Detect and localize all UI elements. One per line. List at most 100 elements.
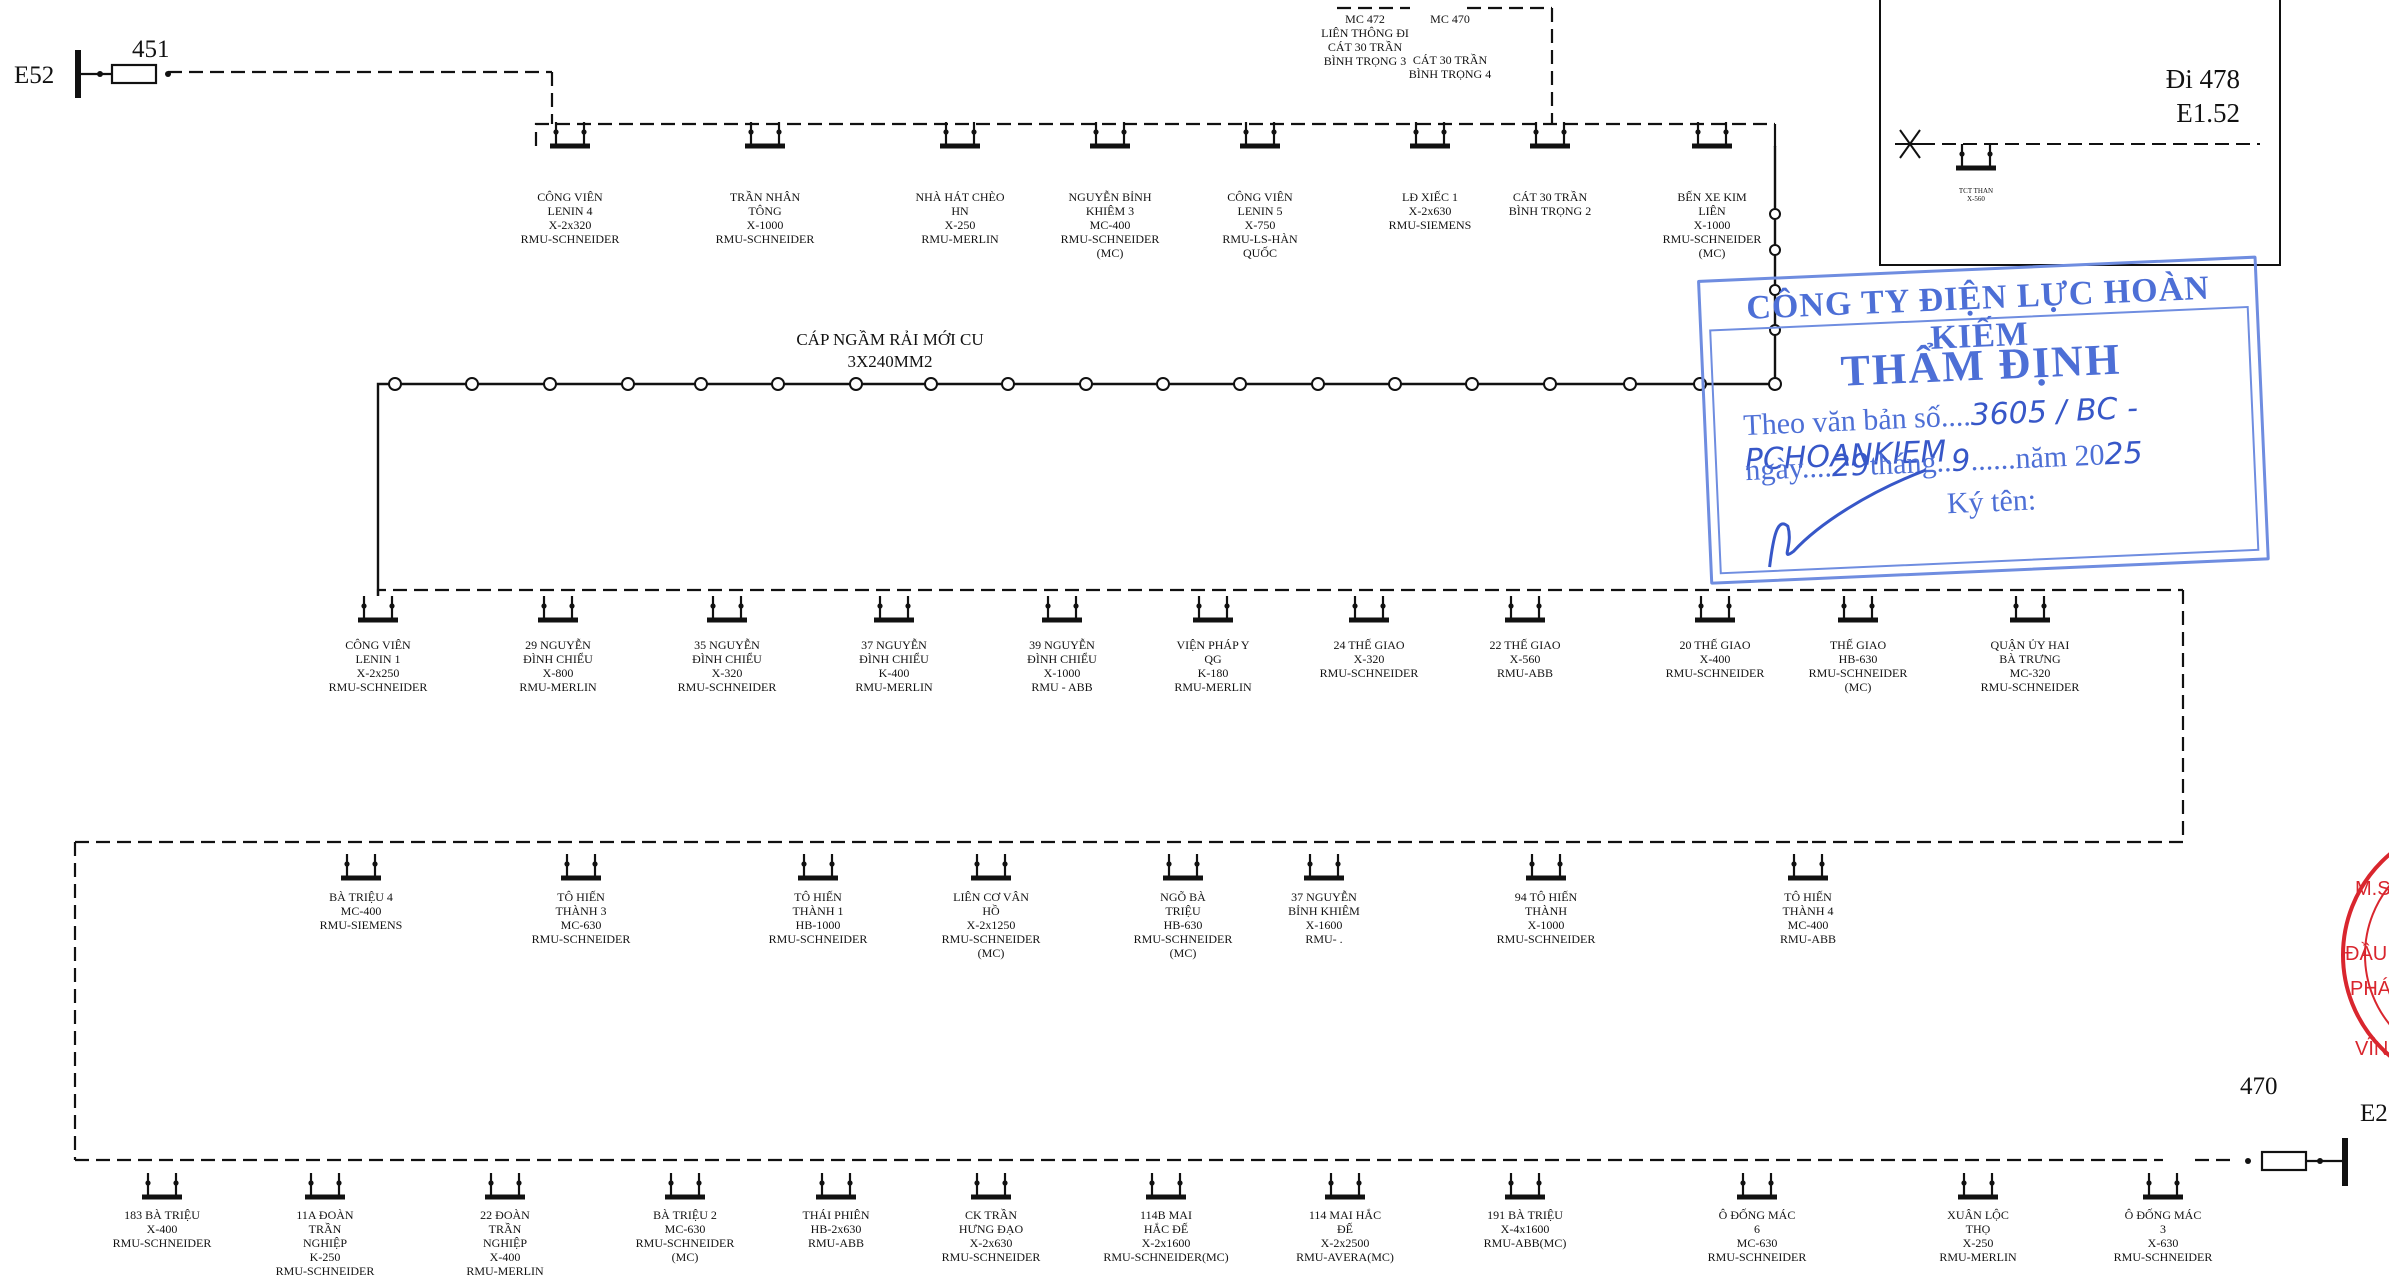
row2-substation-1-switch-left [541, 603, 547, 609]
inset-substation [1956, 144, 1996, 171]
row1-substation-5-switch-left [1413, 129, 1419, 135]
row4-substation-8-switch-right [1536, 1180, 1542, 1186]
red-company-seal: M.S.D.N ĐẦU T PHÁT VĨNH [2341, 852, 2389, 1060]
handwritten-signature [1768, 468, 1927, 568]
row1-substation-4-switch-left [1243, 129, 1249, 135]
row1-station-label-5: LĐ XIẾC 1 X-2x630 RMU-SIEMENS [1388, 190, 1472, 232]
row2-substation-5 [1193, 596, 1233, 623]
row2-station-label-9: THẾ GIAO HB-630 RMU-SCHNEIDER (MC) [1808, 638, 1908, 694]
inset-substation-switch-right [1987, 151, 1993, 157]
row4-station-label-10: XUÂN LỘC THỌ X-250 RMU-MERLIN [1939, 1208, 2017, 1264]
row3-substation-5-switch-right [1335, 861, 1341, 867]
row4-station-label-2: 22 ĐOÀN TRẦN NGHIỆP X-400 RMU-MERLIN [466, 1208, 544, 1278]
breaker-470-label: 470 [2240, 1073, 2278, 1100]
new-cable [376, 146, 1777, 596]
row1-station-label-6: CÁT 30 TRẦN BÌNH TRỌNG 2 [1508, 190, 1592, 218]
inset-substation-switch-left [1959, 151, 1965, 157]
row2-substation-7 [1505, 596, 1545, 623]
row2-substation-2 [707, 596, 747, 623]
feeder-mc472-label: MC 472 LIÊN THÔNG ĐI CÁT 30 TRẦN BÌNH TR… [1321, 12, 1409, 68]
row2-substation-0-switch-left [361, 603, 367, 609]
stamp-year: 25 [2103, 435, 2144, 473]
row2-substation-8-switch-left [1698, 603, 1704, 609]
row2-substation-8 [1695, 596, 1735, 623]
row4-station-label-9: Ô ĐỐNG MÁC 6 MC-630 RMU-SCHNEIDER [1707, 1208, 1807, 1264]
row4-substation-4-switch-left [819, 1180, 825, 1186]
row3-substation-3-switch-right [1002, 861, 1008, 867]
row2-substation-6-switch-left [1352, 603, 1358, 609]
row2-station-label-6: 24 THẾ GIAO X-320 RMU-SCHNEIDER [1319, 638, 1419, 680]
row4-substation-10-switch-left [1961, 1180, 1967, 1186]
row4-substation-6-switch-right [1177, 1180, 1183, 1186]
cable-label-line2: 3X240MM2 [847, 352, 933, 371]
row3-substation-6-switch-left [1529, 861, 1535, 867]
row4-substation-9-switch-left [1740, 1180, 1746, 1186]
row4-substation-3 [665, 1173, 705, 1200]
row3-substation-6 [1526, 854, 1566, 881]
inset-route-line1: Đi 478 [2165, 64, 2240, 94]
row3-station-label-4: NGÕ BÀ TRIỆU HB-630 RMU-SCHNEIDER (MC) [1133, 890, 1233, 960]
row4-substation-9 [1737, 1173, 1777, 1200]
row1-station-label-1: TRẦN NHÂN TÔNG X-1000 RMU-SCHNEIDER [715, 190, 815, 246]
row2-substation-8-switch-right [1726, 603, 1732, 609]
row1-station-label-7: BẾN XE KIM LIÊN X-1000 RMU-SCHNEIDER (MC… [1662, 190, 1762, 260]
row2-substation-9-switch-left [1841, 603, 1847, 609]
row4-substation-2 [485, 1173, 525, 1200]
svg-text:PHÁT: PHÁT [2350, 977, 2389, 1000]
feeder-mc470-sub-label: CÁT 30 TRẦN BÌNH TRỌNG 4 [1408, 53, 1492, 81]
cable-joint-9 [1079, 377, 1093, 391]
cable-joint-4 [1465, 377, 1479, 391]
bus-row2 [376, 588, 2183, 596]
row3-substation-5 [1304, 854, 1344, 881]
row3-substation-4-switch-left [1166, 861, 1172, 867]
row1-station-label-2: NHÀ HÁT CHÈO HN X-250 RMU-MERLIN [915, 190, 1005, 246]
row2-substation-9 [1838, 596, 1878, 623]
cable-joint-8 [1156, 377, 1170, 391]
breaker-470-node-a [2245, 1158, 2251, 1164]
single-line-diagram [73, 0, 2348, 1200]
vertical-joint-0 [1769, 208, 1781, 220]
row2-station-label-7: 22 THẾ GIAO X-560 RMU-ABB [1489, 638, 1561, 680]
svg-text:VĨNH: VĨNH [2355, 1036, 2389, 1060]
row4-station-label-6: 114B MAI HẮC ĐẾ X-2x1600 RMU-SCHNEIDER(M… [1103, 1208, 1229, 1264]
row1-station-label-4: CÔNG VIÊN LENIN 5 X-750 RMU-LS-HÀN QUỐC [1222, 190, 1298, 260]
row4-substation-7-switch-left [1328, 1180, 1334, 1186]
cable-joint-16 [543, 377, 557, 391]
row1-substation-7-switch-left [1695, 129, 1701, 135]
source-e52-label: E52 [14, 62, 55, 89]
row2-substation-6-switch-right [1380, 603, 1386, 609]
row2-station-label-5: VIỆN PHÁP Y QG K-180 RMU-MERLIN [1174, 638, 1252, 694]
feeder-mc470-label: MC 470 [1430, 12, 1470, 26]
vertical-joint-3 [1769, 324, 1781, 336]
breaker-451-node-a [97, 71, 103, 77]
row2-substation-7-switch-left [1508, 603, 1514, 609]
row4-substation-11-switch-left [2146, 1180, 2152, 1186]
vertical-joint-1 [1769, 244, 1781, 256]
cable-joint-13 [771, 377, 785, 391]
cable-joint-10 [1001, 377, 1015, 391]
row4-substation-4-switch-right [847, 1180, 853, 1186]
row3-station-label-7: TÔ HIẾN THÀNH 4 MC-400 RMU-ABB [1779, 890, 1836, 946]
row3-station-label-6: 94 TÔ HIẾN THÀNH X-1000 RMU-SCHNEIDER [1496, 890, 1596, 946]
cable-joint-17 [465, 377, 479, 391]
source-symbols [75, 0, 2348, 1186]
row4-substation-5-switch-right [1002, 1180, 1008, 1186]
stamp-year-label: ......năm 20 [1969, 438, 2106, 478]
row4-substation-1-switch-right [336, 1180, 342, 1186]
row1-substation-3-switch-left [1093, 129, 1099, 135]
row3-station-label-0: BÀ TRIỆU 4 MC-400 RMU-SIEMENS [319, 890, 403, 932]
row1-substation-6 [1530, 122, 1570, 149]
row4-station-label-5: CK TRẦN HƯNG ĐẠO X-2x630 RMU-SCHNEIDER [941, 1208, 1041, 1264]
row3-station-label-2: TÔ HIẾN THÀNH 1 HB-1000 RMU-SCHNEIDER [768, 890, 868, 946]
breaker-470-node-b [2317, 1158, 2323, 1164]
row2-substation-10-switch-left [2013, 603, 2019, 609]
row1-substation-5 [1410, 122, 1450, 149]
row4-substation-6 [1146, 1173, 1186, 1200]
row4-station-label-8: 191 BÀ TRIỆU X-4x1600 RMU-ABB(MC) [1483, 1208, 1567, 1250]
row3-substation-0 [341, 854, 381, 881]
cable-joint-2 [1623, 377, 1637, 391]
cable-joint-3 [1543, 377, 1557, 391]
row2-substation-2-switch-right [738, 603, 744, 609]
breaker-451-node-b [165, 71, 171, 77]
row1-substation-1-switch-left [748, 129, 754, 135]
